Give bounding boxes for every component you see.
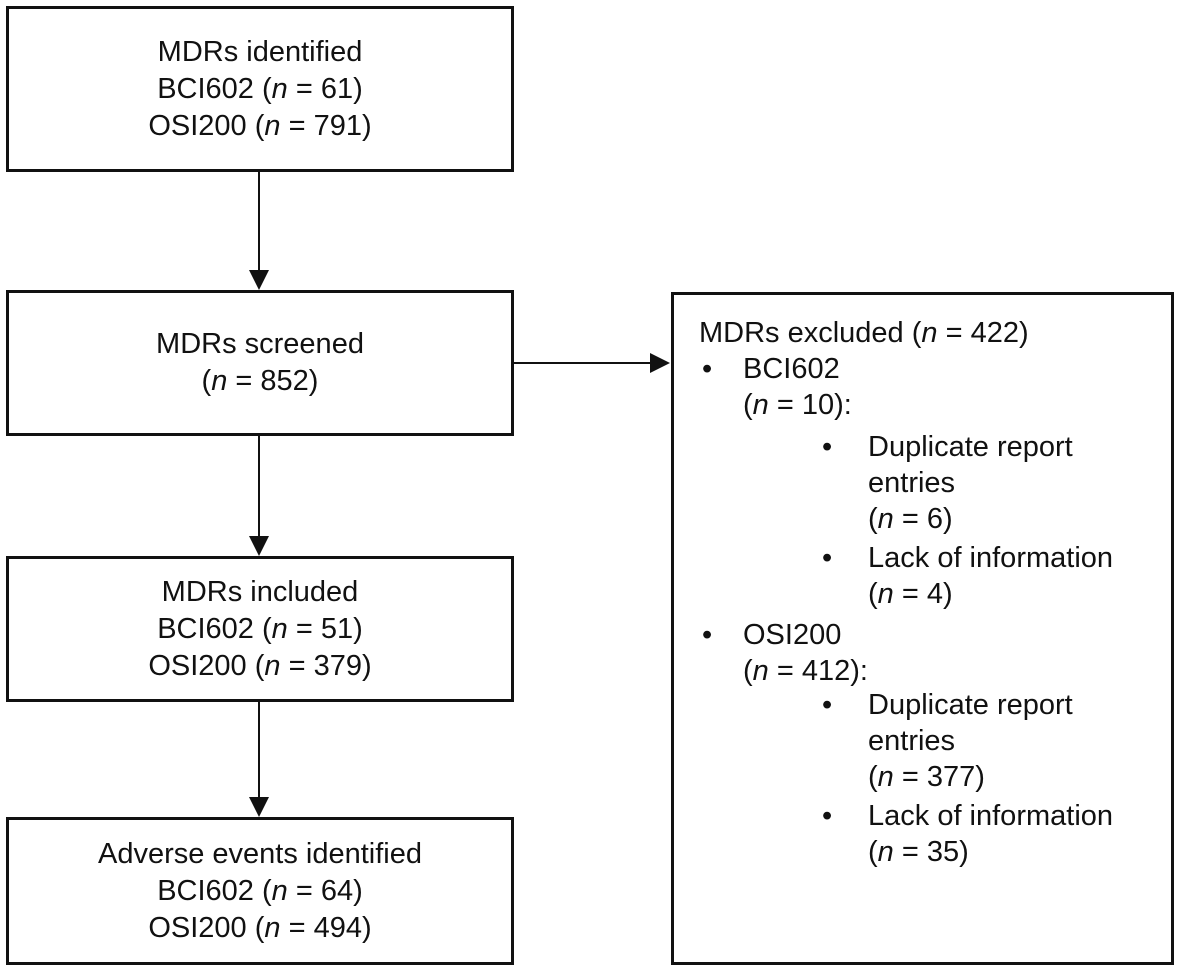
osi200-duplicate-line2: entries (868, 725, 956, 757)
osi200-lack-line1: Lack of information (868, 800, 1114, 832)
excluded-bci602-label: BCI602 (743, 353, 840, 385)
box-mdrs-identified: MDRs identified BCI602 (n = 61) OSI200 (… (6, 6, 514, 172)
bullet-osi200: • (702, 619, 713, 651)
bullet-osi200-duplicate: • (822, 689, 833, 721)
osi200-duplicate-line1: Duplicate report (868, 689, 1073, 721)
box-mdrs-screened: MDRs screened (n = 852) (6, 290, 514, 436)
bci602-lack-line1: Lack of information (868, 542, 1114, 574)
adverse-line-osi200: OSI200 (n = 494) (148, 911, 372, 944)
osi200-lack-count: (n = 35) (868, 836, 969, 868)
excluded-bci602-count: (n = 10): (743, 389, 852, 421)
excluded-osi200-label: OSI200 (743, 619, 842, 651)
bullet-osi200-lack: • (822, 800, 833, 832)
osi200-duplicate-count: (n = 377) (868, 761, 985, 793)
bullet-bci602-duplicate: • (822, 431, 833, 463)
screened-count: (n = 852) (201, 365, 319, 397)
included-title: MDRs included (161, 575, 359, 608)
bci602-duplicate-count: (n = 6) (868, 503, 953, 535)
identified-line-bci602: BCI602 (n = 61) (157, 72, 363, 105)
included-line-bci602: BCI602 (n = 51) (157, 612, 363, 645)
box-mdrs-excluded: MDRs excluded (n = 422) • BCI602 (n = 10… (671, 292, 1174, 965)
screened-title: MDRs screened (156, 328, 364, 360)
bullet-bci602-lack: • (822, 542, 833, 574)
included-line-osi200: OSI200 (n = 379) (148, 649, 372, 682)
identified-line-osi200: OSI200 (n = 791) (148, 109, 372, 142)
excluded-title: MDRs excluded (n = 422) (699, 317, 1029, 349)
identified-title: MDRs identified (157, 35, 363, 68)
bci602-duplicate-line2: entries (868, 467, 956, 499)
bci602-duplicate-line1: Duplicate report (868, 431, 1073, 463)
box-mdrs-included: MDRs included BCI602 (n = 51) OSI200 (n … (6, 556, 514, 702)
box-adverse-events: Adverse events identified BCI602 (n = 64… (6, 817, 514, 965)
adverse-line-bci602: BCI602 (n = 64) (157, 874, 363, 907)
adverse-title: Adverse events identified (97, 837, 423, 870)
bullet-bci602: • (702, 353, 713, 385)
bci602-lack-count: (n = 4) (868, 578, 953, 610)
excluded-osi200-count: (n = 412): (743, 655, 868, 687)
